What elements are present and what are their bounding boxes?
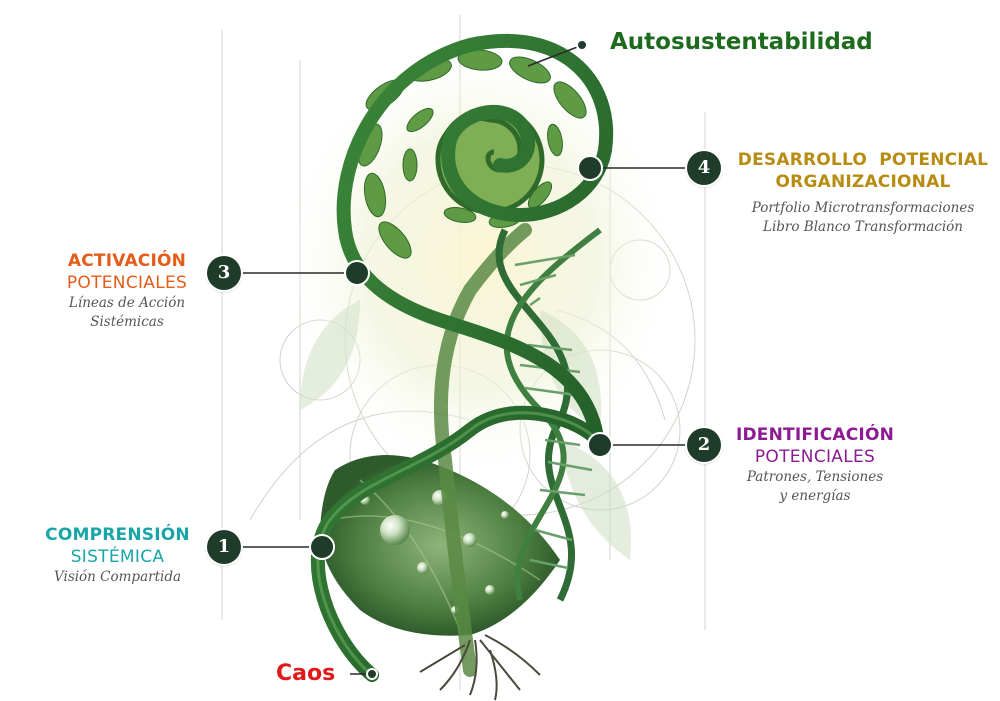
step-1-subtitle: SISTÉMICA [70, 547, 165, 567]
step-2-subtitle: POTENCIALES [754, 447, 876, 467]
step-4-number-badge: 4 [687, 151, 721, 185]
node-top [576, 39, 588, 51]
step-3-subtitle: POTENCIALES [66, 273, 188, 293]
node-bottom [366, 668, 378, 680]
step-1-detail: Visión Compartida [53, 569, 182, 585]
central-stem [433, 223, 532, 677]
step-2-detail-line-2: y energías [779, 488, 851, 504]
node-step-4 [577, 155, 603, 181]
connector-line-top [527, 45, 581, 67]
water-drop [463, 533, 477, 547]
step-4-title: DESARROLLO POTENCIAL [737, 150, 989, 170]
step-4-detail-line-1: Portfolio Microtransformaciones [751, 200, 975, 216]
step-2-detail-line-1: Patrones, Tensiones [746, 469, 884, 485]
step-1-label: COMPRENSIÓN SISTÉMICA Visión Compartida [30, 524, 205, 587]
connection-nodes [309, 39, 613, 680]
step-2-number-badge: 2 [687, 428, 721, 462]
step-4-detail-line-2: Libro Blanco Transformación [762, 219, 963, 235]
water-drop [417, 562, 429, 574]
background-glow [280, 40, 680, 480]
step-3-detail-line-1: Líneas de Acción [68, 295, 186, 311]
step-3-title: ACTIVACIÓN [67, 251, 187, 271]
step-3-detail-line-2: Sistémicas [90, 314, 164, 330]
step-3-number-badge: 3 [207, 256, 241, 290]
step-2-label: IDENTIFICACIÓN POTENCIALES Patrones, Ten… [725, 424, 905, 506]
step-4-label: DESARROLLO POTENCIAL ORGANIZACIONAL Port… [728, 149, 998, 237]
step-2-title: IDENTIFICACIÓN [735, 425, 895, 445]
node-step-1 [309, 534, 335, 560]
water-drop [501, 511, 509, 519]
water-drop [380, 515, 410, 545]
node-step-3 [344, 260, 370, 286]
step-1-number-badge: 1 [207, 530, 241, 564]
step-4-subtitle: ORGANIZACIONAL [775, 172, 951, 192]
water-drop [485, 585, 495, 595]
top-label: Autosustentabilidad [610, 29, 873, 55]
node-step-2 [587, 432, 613, 458]
step-3-label: ACTIVACIÓN POTENCIALES Líneas de Acción … [42, 250, 212, 332]
roots [419, 634, 541, 701]
bottom-label: Caos [276, 661, 336, 686]
step-1-title: COMPRENSIÓN [45, 525, 190, 545]
